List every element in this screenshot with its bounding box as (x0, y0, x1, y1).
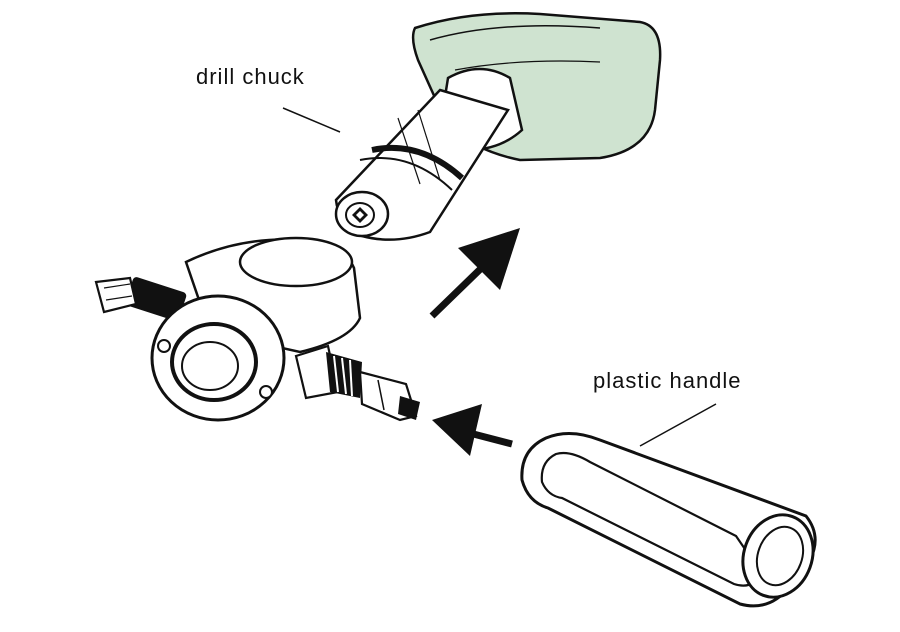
plastic-handle-label: plastic handle (593, 368, 742, 393)
nibbler-attachment (94, 236, 420, 422)
handle-leader-line (639, 403, 717, 447)
arrow-up-right-icon (429, 228, 520, 319)
arrow-left-icon (432, 404, 513, 456)
plastic-handle (520, 432, 817, 608)
drill-chuck-label: drill chuck (196, 64, 305, 89)
chuck-leader-line (282, 107, 341, 133)
drill-chuck (334, 67, 524, 241)
